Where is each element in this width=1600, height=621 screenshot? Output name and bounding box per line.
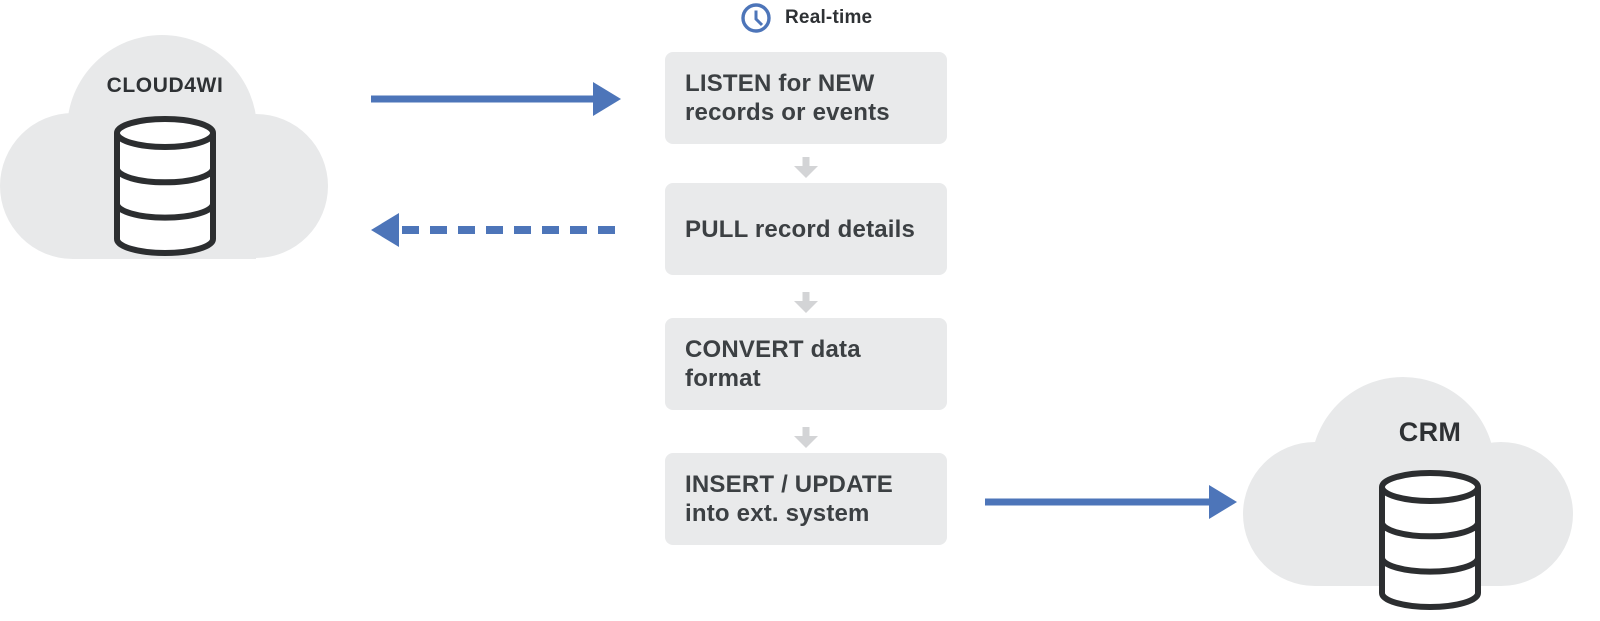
step-convert-text-line2: format <box>685 365 761 392</box>
step-listen-text-line1: LISTEN for NEW <box>685 70 875 97</box>
step-pull: PULL record details <box>665 183 947 275</box>
step-down-arrow-1 <box>794 157 818 178</box>
clock-icon <box>741 2 771 33</box>
step-down-arrow-3 <box>794 427 818 448</box>
realtime-label: Real-time <box>785 6 873 28</box>
crm-label: CRM <box>1398 417 1462 447</box>
flow-arrow-insert-to-crm <box>985 485 1237 519</box>
step-insert-text-line1: INSERT / UPDATE <box>685 471 893 498</box>
database-icon <box>1379 470 1481 610</box>
step-listen-text-line2: records or events <box>685 99 890 126</box>
cloud4wi-label: CLOUD4WI <box>106 74 224 97</box>
database-icon <box>114 116 216 256</box>
step-pull-text-line1: PULL record details <box>685 215 916 243</box>
step-convert: CONVERT data format <box>665 318 947 410</box>
step-down-arrow-2 <box>794 292 818 313</box>
step-convert-text-line1: CONVERT data <box>685 336 861 363</box>
step-listen: LISTEN for NEW records or events <box>665 52 947 144</box>
realtime-badge: Real-time <box>740 1 872 34</box>
step-insert: INSERT / UPDATE into ext. system <box>665 453 947 545</box>
flow-arrow-pull-to-cloud4wi-dashed <box>371 213 621 247</box>
flow-arrow-cloud4wi-to-listen <box>371 82 621 116</box>
step-insert-text-line2: into ext. system <box>685 500 870 527</box>
